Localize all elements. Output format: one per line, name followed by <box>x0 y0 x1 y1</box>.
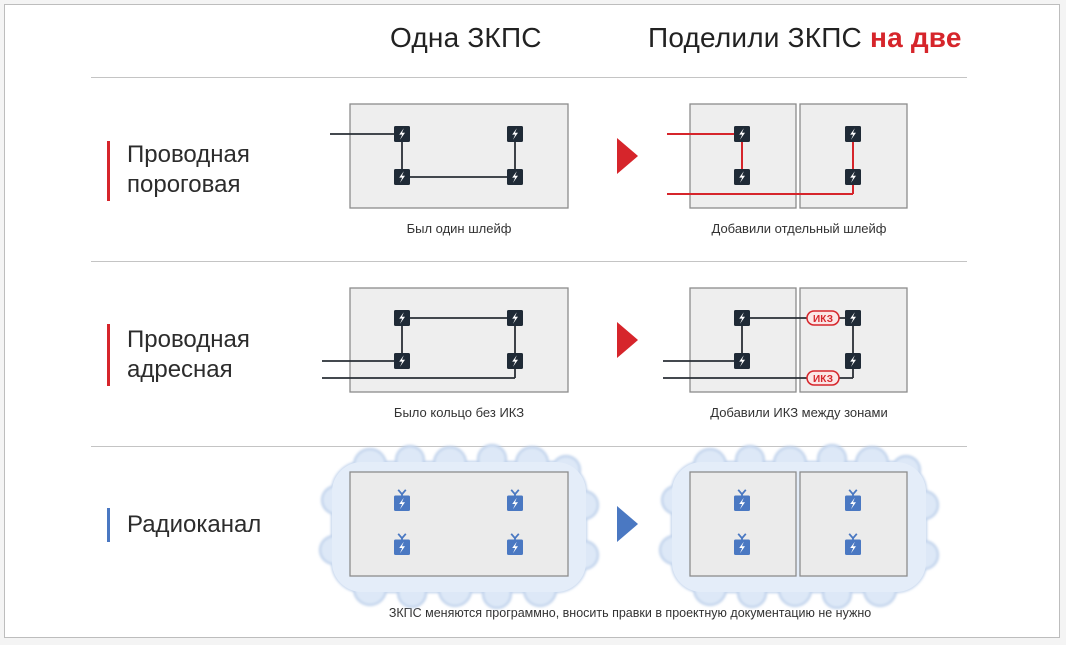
lightning-detector-icon <box>845 353 861 369</box>
left-column-title: Одна ЗКПС <box>390 22 542 53</box>
lightning-detector-icon <box>734 353 750 369</box>
row1-right-diagram <box>667 103 908 209</box>
row3-label: Радиоканал <box>127 511 262 538</box>
row2-right-diagram: ИКЗ ИКЗ <box>663 287 908 393</box>
lightning-detector-icon <box>394 126 410 142</box>
lightning-detector-icon <box>507 353 523 369</box>
row1-label-line1: Проводная <box>127 141 250 168</box>
zone-panel-2 <box>799 471 908 577</box>
ikz-badge-top: ИКЗ <box>806 310 840 326</box>
row2-left-caption: Было кольцо без ИКЗ <box>393 405 525 420</box>
row2-label: Проводная адресная <box>127 325 250 385</box>
row1-accent-bar <box>107 141 110 201</box>
row3-left-diagram <box>319 444 599 609</box>
ikz-label: ИКЗ <box>813 374 833 385</box>
play-arrow-icon <box>617 506 638 542</box>
row2-label-line1: Проводная <box>127 326 250 353</box>
row1-label-line2: пороговая <box>127 171 241 198</box>
lightning-detector-icon <box>845 126 861 142</box>
zone-panel <box>349 471 569 577</box>
zone-panel-1 <box>689 471 797 577</box>
lightning-detector-icon <box>507 126 523 142</box>
right-column-title: Поделили ЗКПС на две <box>648 22 962 54</box>
zone-panel-1 <box>689 287 797 393</box>
row1-label: Проводная пороговая <box>127 140 250 200</box>
row-divider-1 <box>91 261 967 262</box>
row2-label-line2: адресная <box>127 356 233 383</box>
ikz-label: ИКЗ <box>813 314 833 325</box>
lightning-detector-icon <box>845 310 861 326</box>
right-title-accent: на две <box>869 22 962 53</box>
play-arrow-icon <box>617 322 638 358</box>
lightning-detector-icon <box>507 310 523 326</box>
header-divider <box>91 77 967 78</box>
row3-accent-bar <box>107 508 110 542</box>
lightning-detector-icon <box>394 169 410 185</box>
lightning-detector-icon <box>394 310 410 326</box>
lightning-detector-icon <box>845 169 861 185</box>
row2-accent-bar <box>107 324 110 386</box>
row1-left-caption: Был один шлейф <box>406 221 512 236</box>
lightning-detector-icon <box>734 310 750 326</box>
lightning-detector-icon <box>394 353 410 369</box>
right-title-prefix: Поделили ЗКПС <box>648 22 862 53</box>
row1-right-caption: Добавили отдельный шлейф <box>711 221 887 236</box>
row2-left-diagram <box>322 287 569 393</box>
zone-panel <box>349 103 569 209</box>
row3-footer-caption: ЗКПС меняются программно, вносить правки… <box>388 606 872 620</box>
zone-panel-1 <box>689 103 797 209</box>
lightning-detector-icon <box>507 169 523 185</box>
lightning-detector-icon <box>734 169 750 185</box>
ikz-badge-bottom: ИКЗ <box>806 370 840 386</box>
row2-right-caption: Добавили ИКЗ между зонами <box>710 405 888 420</box>
row3-right-diagram <box>659 444 939 609</box>
zone-panel <box>349 287 569 393</box>
row1-left-diagram <box>330 103 569 209</box>
play-arrow-icon <box>617 138 638 174</box>
lightning-detector-icon <box>734 126 750 142</box>
